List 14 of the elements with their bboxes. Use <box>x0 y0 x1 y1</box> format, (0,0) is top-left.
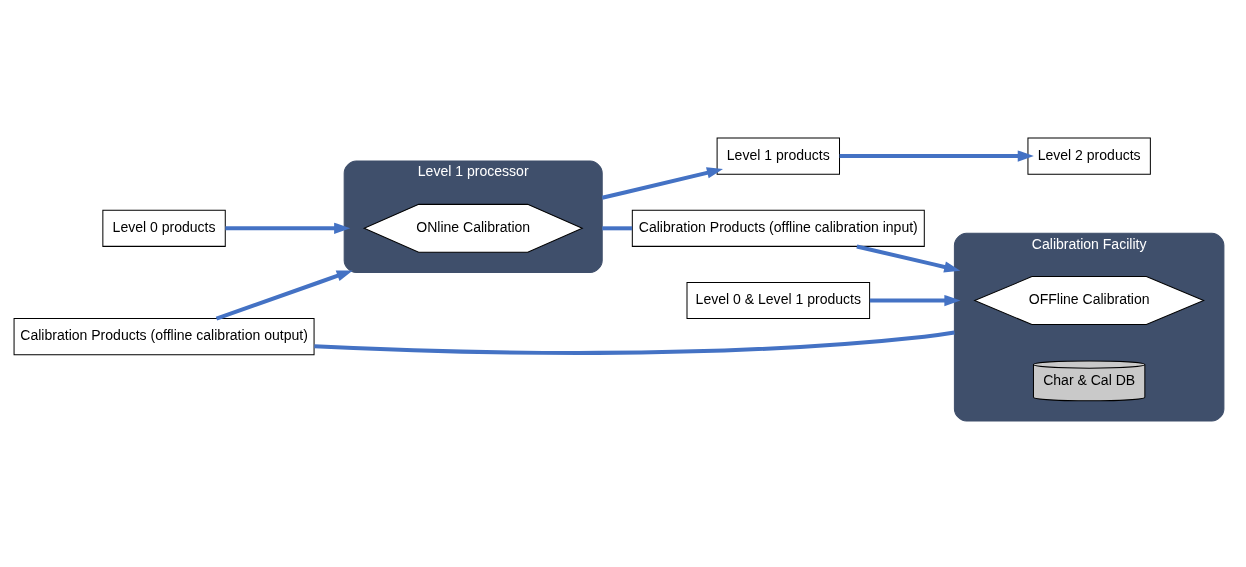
connector <box>602 226 633 231</box>
arrow <box>215 270 353 321</box>
arrow <box>225 222 351 234</box>
node-box: Calibration Products (offline calibration input) <box>631 209 925 247</box>
node-box: Level 2 products <box>1027 137 1151 175</box>
arrow <box>869 294 961 307</box>
node-box: Level 0 products <box>102 209 226 247</box>
arrow <box>601 167 723 200</box>
node-box: Level 0 & Level 1 products <box>686 282 871 320</box>
arrow <box>839 150 1034 162</box>
connector <box>314 330 955 355</box>
node-box: Level 1 products <box>716 137 840 175</box>
arrow <box>856 244 961 273</box>
node-box: Calibration Products (offline calibration output) <box>13 318 315 356</box>
